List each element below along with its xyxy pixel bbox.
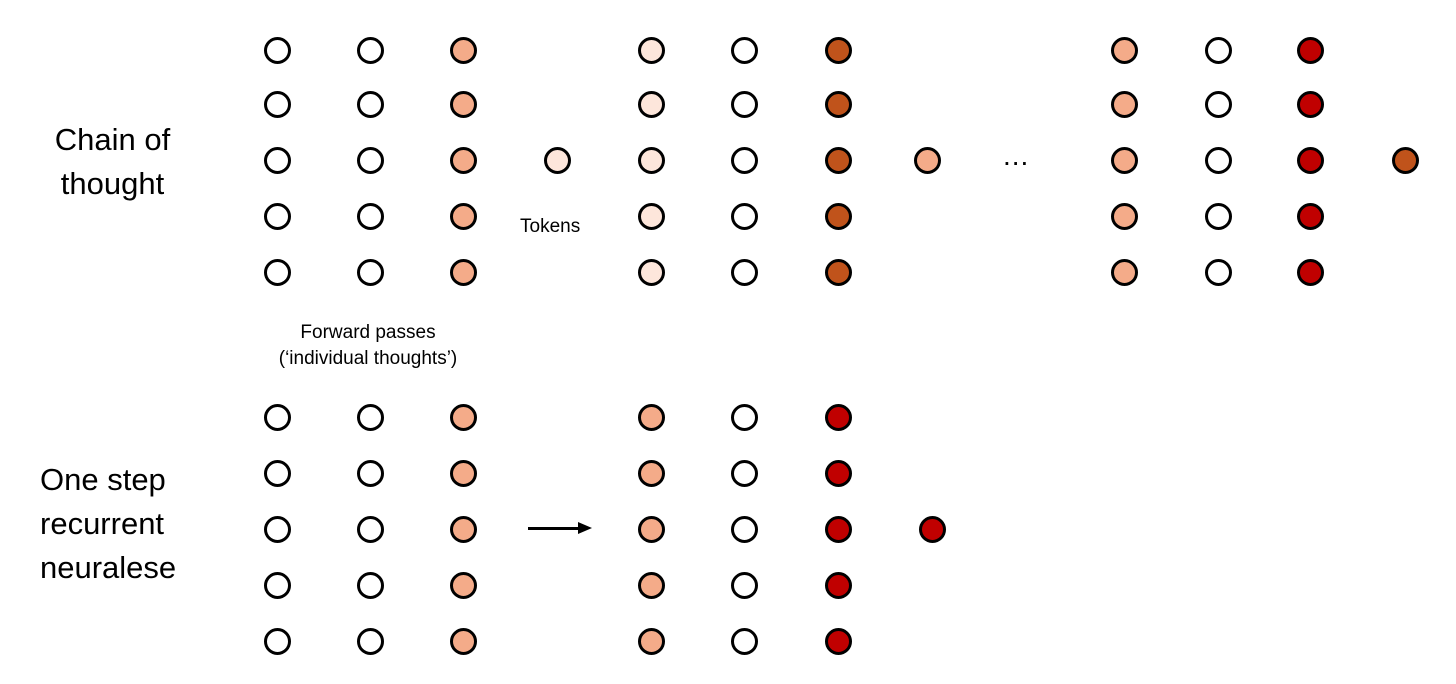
one-step-recurrent-stage1-neuron: [356, 571, 384, 599]
chain-of-thought-stage1-neuron: [356, 202, 384, 230]
one-step-recurrent-stage1-neuron: [356, 627, 384, 655]
one-step-recurrent-stage2-neuron: [824, 571, 852, 599]
one-step-recurrent-stage2-neuron: [824, 515, 852, 543]
one-step-recurrent-stage1-neuron: [449, 627, 477, 655]
chain-of-thought-stage1-neuron: [356, 90, 384, 118]
chain-of-thought-stage1-output-token: [543, 146, 571, 174]
chain-of-thought-label-line2: thought: [60, 166, 165, 201]
one-step-recurrent-stage2-neuron: [730, 459, 758, 487]
chain-of-thought-stage3-neuron: [1296, 36, 1324, 64]
one-step-recurrent-stage2-neuron: [637, 627, 665, 655]
chain-of-thought-stage3-neuron: [1110, 202, 1138, 230]
one-step-label-line1: One step: [40, 462, 166, 497]
chain-of-thought-stage2-neuron: [730, 36, 758, 64]
forward-passes-line2: (‘individual thoughts’): [278, 348, 458, 369]
chain-of-thought-label-line1: Chain of: [54, 122, 171, 157]
one-step-recurrent-stage1-neuron: [356, 515, 384, 543]
chain-of-thought-stage1-neuron: [449, 258, 477, 286]
one-step-recurrent-stage2-neuron: [637, 403, 665, 431]
chain-of-thought-stage1-neuron: [263, 36, 291, 64]
chain-of-thought-stage3-neuron: [1110, 258, 1138, 286]
one-step-recurrent-stage1-neuron: [263, 459, 291, 487]
chain-of-thought-stage2-neuron: [637, 202, 665, 230]
one-step-recurrent-stage2-neuron: [730, 571, 758, 599]
one-step-recurrent-stage1-neuron: [263, 515, 291, 543]
chain-of-thought-stage2-neuron: [730, 258, 758, 286]
chain-of-thought-stage2-neuron: [637, 146, 665, 174]
one-step-recurrent-stage1-neuron: [356, 403, 384, 431]
one-step-recurrent-stage1-neuron: [449, 459, 477, 487]
chain-of-thought-stage2-neuron: [637, 258, 665, 286]
one-step-recurrent-stage2-neuron: [824, 459, 852, 487]
chain-of-thought-stage1-neuron: [449, 36, 477, 64]
chain-of-thought-stage2-neuron: [730, 146, 758, 174]
one-step-recurrent-stage2-neuron: [730, 627, 758, 655]
chain-of-thought-stage3-neuron: [1110, 36, 1138, 64]
tokens-label: Tokens: [520, 216, 581, 237]
arrow-head: [578, 522, 592, 534]
chain-of-thought-stage1-neuron: [356, 146, 384, 174]
chain-of-thought-stage1-neuron: [263, 90, 291, 118]
one-step-recurrent-stage1-neuron: [263, 627, 291, 655]
chain-of-thought-stage2-neuron: [730, 202, 758, 230]
chain-of-thought-stage1-neuron: [449, 202, 477, 230]
chain-of-thought-stage1-neuron: [356, 36, 384, 64]
chain-of-thought-stage1-neuron: [263, 146, 291, 174]
chain-of-thought-stage2-neuron: [824, 146, 852, 174]
chain-of-thought-stage1-neuron: [449, 146, 477, 174]
chain-of-thought-label: Chain of thought: [40, 118, 185, 206]
one-step-recurrent-stage2-output-token: [918, 515, 946, 543]
chain-of-thought-stage2-neuron: [824, 202, 852, 230]
one-step-recurrent-stage1-neuron: [263, 403, 291, 431]
ellipsis: ...: [1003, 140, 1030, 171]
chain-of-thought-stage3-neuron: [1296, 202, 1324, 230]
one-step-recurrent-stage1-neuron: [449, 515, 477, 543]
one-step-recurrent-stage2-neuron: [637, 571, 665, 599]
chain-of-thought-stage3-neuron: [1204, 90, 1232, 118]
one-step-label-line3: neuralese: [40, 550, 177, 585]
chain-of-thought-stage2-neuron: [824, 258, 852, 286]
chain-of-thought-stage3-output-token: [1391, 146, 1419, 174]
arrow-shaft: [528, 527, 580, 530]
one-step-recurrent-stage2-neuron: [730, 515, 758, 543]
one-step-recurrent-stage1-neuron: [356, 459, 384, 487]
chain-of-thought-stage3-neuron: [1296, 146, 1324, 174]
chain-of-thought-stage3-neuron: [1296, 258, 1324, 286]
chain-of-thought-stage2-neuron: [637, 90, 665, 118]
one-step-recurrent-stage2-neuron: [637, 459, 665, 487]
chain-of-thought-stage2-neuron: [637, 36, 665, 64]
one-step-recurrent-stage1-neuron: [449, 403, 477, 431]
chain-of-thought-stage1-neuron: [263, 202, 291, 230]
chain-of-thought-stage3-neuron: [1204, 36, 1232, 64]
chain-of-thought-stage1-neuron: [356, 258, 384, 286]
chain-of-thought-stage3-neuron: [1110, 146, 1138, 174]
one-step-recurrent-stage2-neuron: [730, 403, 758, 431]
chain-of-thought-stage1-neuron: [449, 90, 477, 118]
chain-of-thought-stage3-neuron: [1204, 258, 1232, 286]
chain-of-thought-stage3-neuron: [1204, 146, 1232, 174]
one-step-recurrent-stage2-neuron: [637, 515, 665, 543]
chain-of-thought-stage2-neuron: [730, 90, 758, 118]
one-step-recurrent-stage1-neuron: [263, 571, 291, 599]
one-step-recurrent-stage2-neuron: [824, 627, 852, 655]
chain-of-thought-stage3-neuron: [1204, 202, 1232, 230]
chain-of-thought-stage3-neuron: [1296, 90, 1324, 118]
chain-of-thought-stage2-output-token: [913, 146, 941, 174]
chain-of-thought-stage3-neuron: [1110, 90, 1138, 118]
one-step-label-line2: recurrent: [40, 506, 165, 541]
one-step-label: One step recurrent neuralese: [40, 458, 176, 590]
chain-of-thought-stage1-neuron: [263, 258, 291, 286]
one-step-recurrent-stage1-neuron: [449, 571, 477, 599]
forward-passes-caption: Forward passes (‘individual thoughts’): [243, 320, 493, 372]
chain-of-thought-stage2-neuron: [824, 36, 852, 64]
forward-passes-line1: Forward passes: [300, 322, 436, 343]
one-step-recurrent-stage2-neuron: [824, 403, 852, 431]
chain-of-thought-stage2-neuron: [824, 90, 852, 118]
